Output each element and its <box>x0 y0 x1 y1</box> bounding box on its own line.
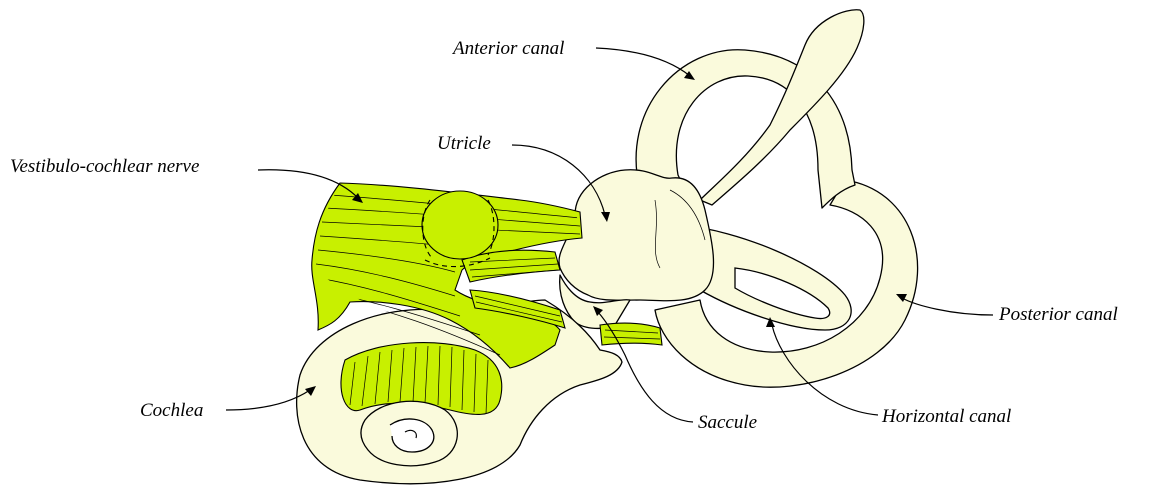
label-posterior-canal: Posterior canal <box>998 304 1118 325</box>
label-utricle: Utricle <box>437 133 491 154</box>
cochlea-shape <box>297 300 622 484</box>
label-cochlea: Cochlea <box>140 400 203 421</box>
label-saccule: Saccule <box>698 412 757 433</box>
label-vestibulo-cochlear-nerve: Vestibulo-cochlear nerve <box>10 156 199 177</box>
label-anterior-canal: Anterior canal <box>451 38 564 59</box>
label-horizontal-canal: Horizontal canal <box>881 406 1011 427</box>
